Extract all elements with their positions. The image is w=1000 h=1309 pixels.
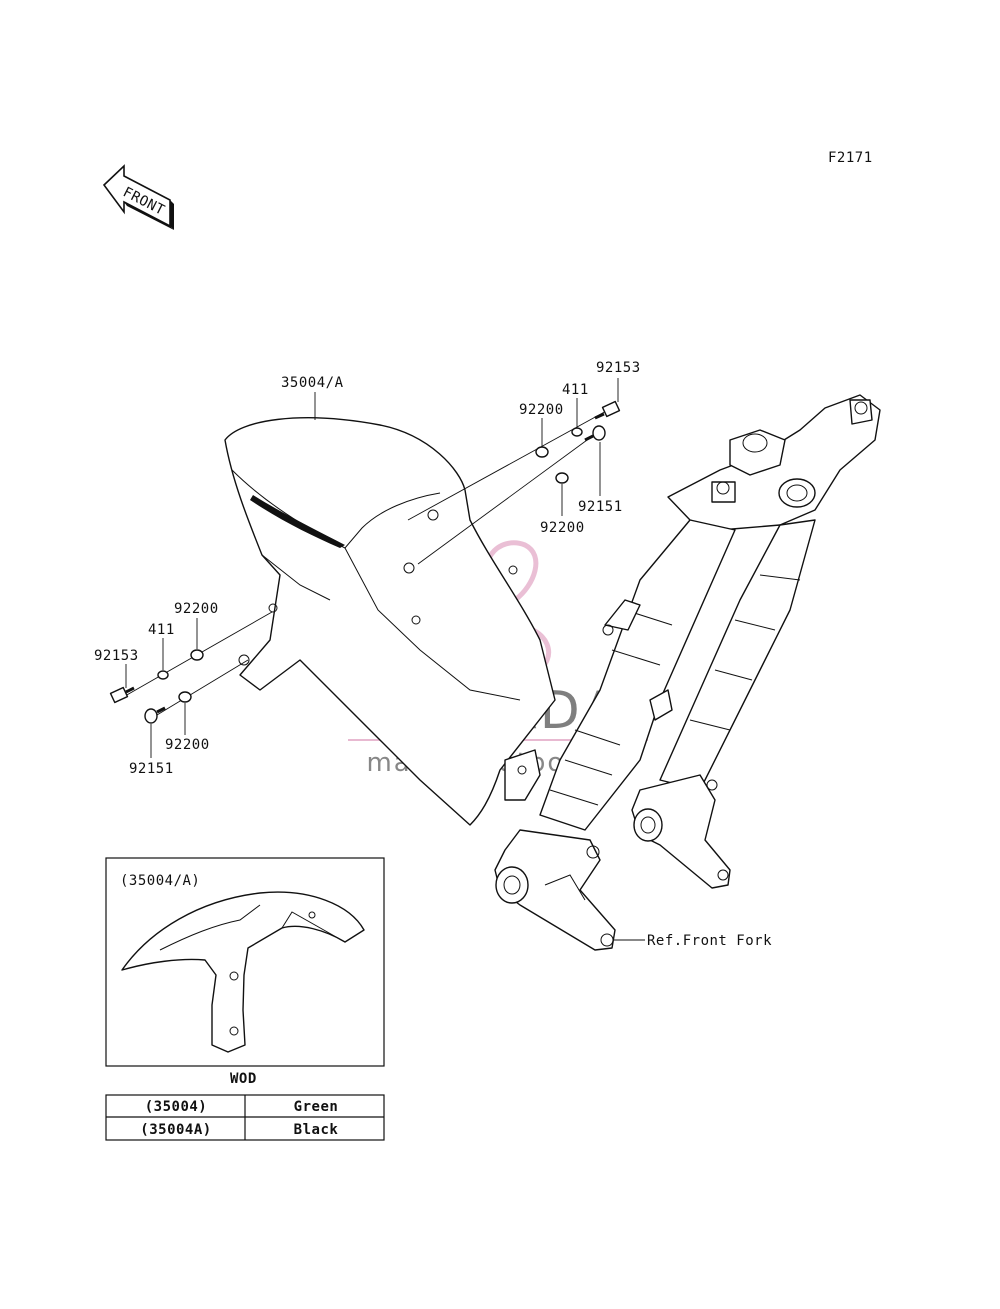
callout-411-right: 411 [562, 382, 589, 398]
table-row-2-part: (35004A) [140, 1122, 211, 1138]
fasteners-left [109, 611, 273, 724]
screw-92151-left-icon [144, 706, 166, 724]
color-table: (35004) Green (35004A) Black [105, 1094, 385, 1141]
callout-screw-left: 92151 [129, 761, 174, 777]
fasteners-right [407, 400, 621, 565]
inset-box: (35004/A) [105, 857, 385, 1067]
callout-leaders [125, 378, 645, 941]
callout-92200-right-lower: 92200 [540, 520, 585, 536]
washer-92200-left-upper-icon [190, 649, 204, 661]
callout-bolt-left: 92153 [94, 648, 139, 664]
table-row-1-color: Green [294, 1099, 339, 1115]
bolt-92153-right-icon [594, 400, 621, 420]
figure-code: F2171 [828, 150, 873, 166]
callout-92200-right-upper: 92200 [519, 402, 564, 418]
washer-92200-right-upper-icon [535, 446, 549, 458]
washer-411-right-icon [571, 427, 583, 437]
callout-bolt-right: 92153 [596, 360, 641, 376]
inset-caption: WOD [230, 1071, 257, 1087]
screw-92151-right-icon [584, 425, 606, 442]
front-fork [494, 394, 881, 951]
table-row-1-part: (35004) [145, 1099, 208, 1115]
callout-92200-left-lower: 92200 [165, 737, 210, 753]
inset-title: (35004/A) [120, 873, 200, 889]
front-fender [224, 417, 556, 826]
callout-411-left: 411 [148, 622, 175, 638]
washer-92200-left-lower-icon [178, 691, 192, 703]
callout-92200-left-upper: 92200 [174, 601, 219, 617]
table-row-2-color: Black [294, 1122, 339, 1138]
bolt-92153-left-icon [109, 686, 135, 704]
inset-fender-icon [121, 891, 365, 1053]
callout-fork-ref: Ref.Front Fork [647, 933, 772, 949]
front-arrow-icon: FRONT [102, 164, 174, 230]
callout-screw-right: 92151 [578, 499, 623, 515]
callout-fender: 35004/A [281, 375, 344, 391]
washer-411-left-icon [157, 670, 169, 680]
washer-92200-right-lower-icon [555, 472, 569, 484]
